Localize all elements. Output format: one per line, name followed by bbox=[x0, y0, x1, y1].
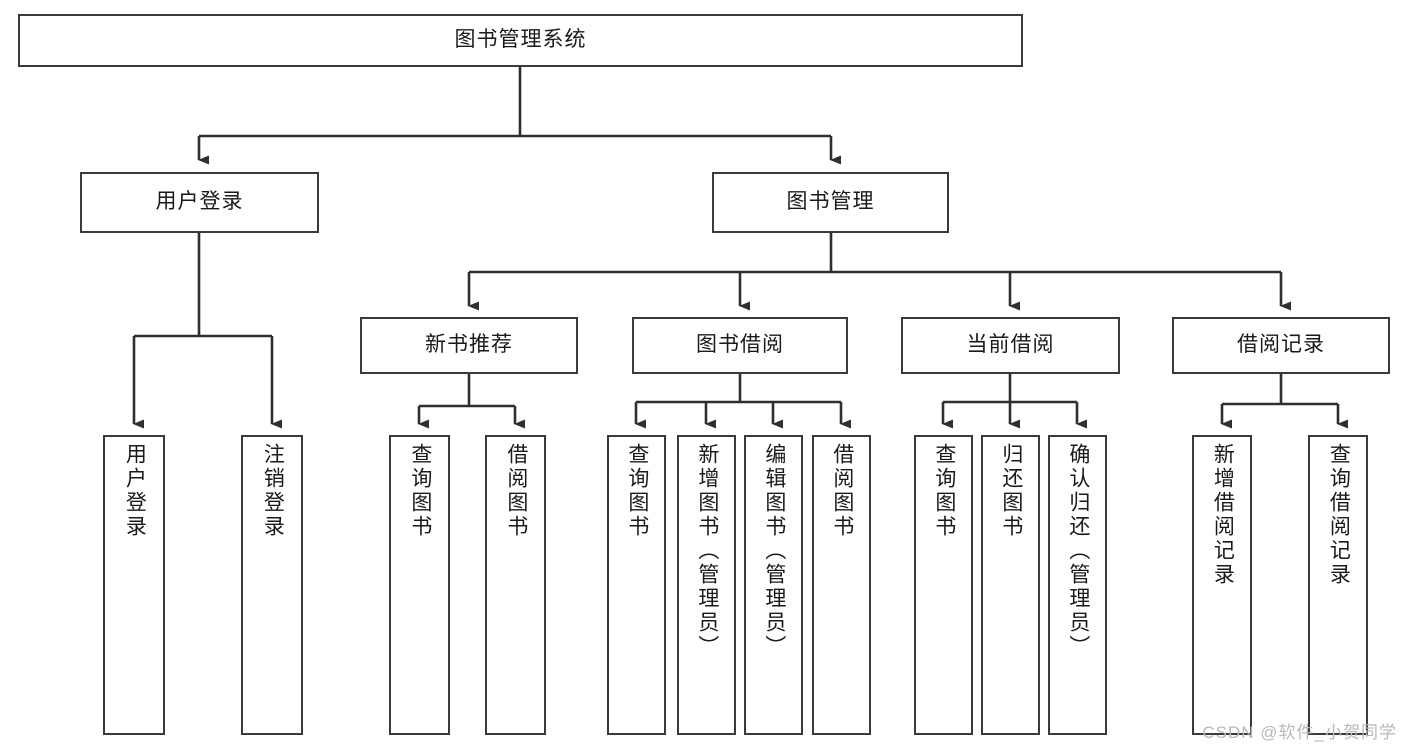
leaf-user-login-1[interactable]: 用户登录 bbox=[103, 435, 165, 735]
leaf-current-borrow-3[interactable]: 确认归还（管理员） bbox=[1048, 435, 1107, 735]
node-new-book-rec-label: 新书推荐 bbox=[425, 333, 513, 357]
node-root[interactable]: 图书管理系统 bbox=[18, 14, 1023, 67]
node-current-borrow[interactable]: 当前借阅 bbox=[901, 317, 1120, 374]
node-borrow-record[interactable]: 借阅记录 bbox=[1172, 317, 1390, 374]
leaf-current-borrow-2-label: 归还图书 bbox=[999, 443, 1023, 539]
leaf-borrow-record-2[interactable]: 查询借阅记录 bbox=[1308, 435, 1368, 735]
leaf-borrow-record-2-label: 查询借阅记录 bbox=[1327, 443, 1351, 587]
node-borrow-record-label: 借阅记录 bbox=[1237, 333, 1325, 357]
leaf-borrow-record-1-label: 新增借阅记录 bbox=[1211, 443, 1235, 587]
leaf-user-login-1-label: 用户登录 bbox=[123, 443, 147, 539]
leaf-book-borrow-2[interactable]: 新增图书（管理员） bbox=[677, 435, 736, 735]
leaf-new-book-rec-1-label: 查询图书 bbox=[408, 443, 432, 539]
leaf-current-borrow-3-label: 确认归还（管理员） bbox=[1066, 443, 1090, 659]
node-new-book-rec[interactable]: 新书推荐 bbox=[360, 317, 578, 374]
node-book-manage[interactable]: 图书管理 bbox=[712, 172, 949, 233]
leaf-book-borrow-1[interactable]: 查询图书 bbox=[607, 435, 666, 735]
leaf-book-borrow-4[interactable]: 借阅图书 bbox=[812, 435, 871, 735]
leaf-new-book-rec-2[interactable]: 借阅图书 bbox=[485, 435, 546, 735]
leaf-user-login-2-label: 注销登录 bbox=[261, 443, 285, 539]
node-user-login[interactable]: 用户登录 bbox=[80, 172, 319, 233]
leaf-current-borrow-1-label: 查询图书 bbox=[932, 443, 956, 539]
leaf-book-borrow-3[interactable]: 编辑图书（管理员） bbox=[744, 435, 803, 735]
leaf-book-borrow-1-label: 查询图书 bbox=[625, 443, 649, 539]
leaf-new-book-rec-2-label: 借阅图书 bbox=[504, 443, 528, 539]
leaf-new-book-rec-1[interactable]: 查询图书 bbox=[389, 435, 450, 735]
leaf-book-borrow-3-label: 编辑图书（管理员） bbox=[762, 443, 786, 659]
leaf-current-borrow-2[interactable]: 归还图书 bbox=[981, 435, 1040, 735]
node-user-login-label: 用户登录 bbox=[155, 190, 244, 214]
leaf-book-borrow-4-label: 借阅图书 bbox=[830, 443, 854, 539]
leaf-user-login-2[interactable]: 注销登录 bbox=[241, 435, 303, 735]
node-book-borrow-label: 图书借阅 bbox=[696, 333, 784, 357]
leaf-current-borrow-1[interactable]: 查询图书 bbox=[914, 435, 973, 735]
leaf-book-borrow-2-label: 新增图书（管理员） bbox=[695, 443, 719, 659]
node-book-borrow[interactable]: 图书借阅 bbox=[632, 317, 848, 374]
node-book-manage-label: 图书管理 bbox=[786, 190, 875, 214]
node-current-borrow-label: 当前借阅 bbox=[966, 333, 1055, 357]
leaf-borrow-record-1[interactable]: 新增借阅记录 bbox=[1192, 435, 1252, 735]
node-root-label: 图书管理系统 bbox=[454, 28, 587, 52]
